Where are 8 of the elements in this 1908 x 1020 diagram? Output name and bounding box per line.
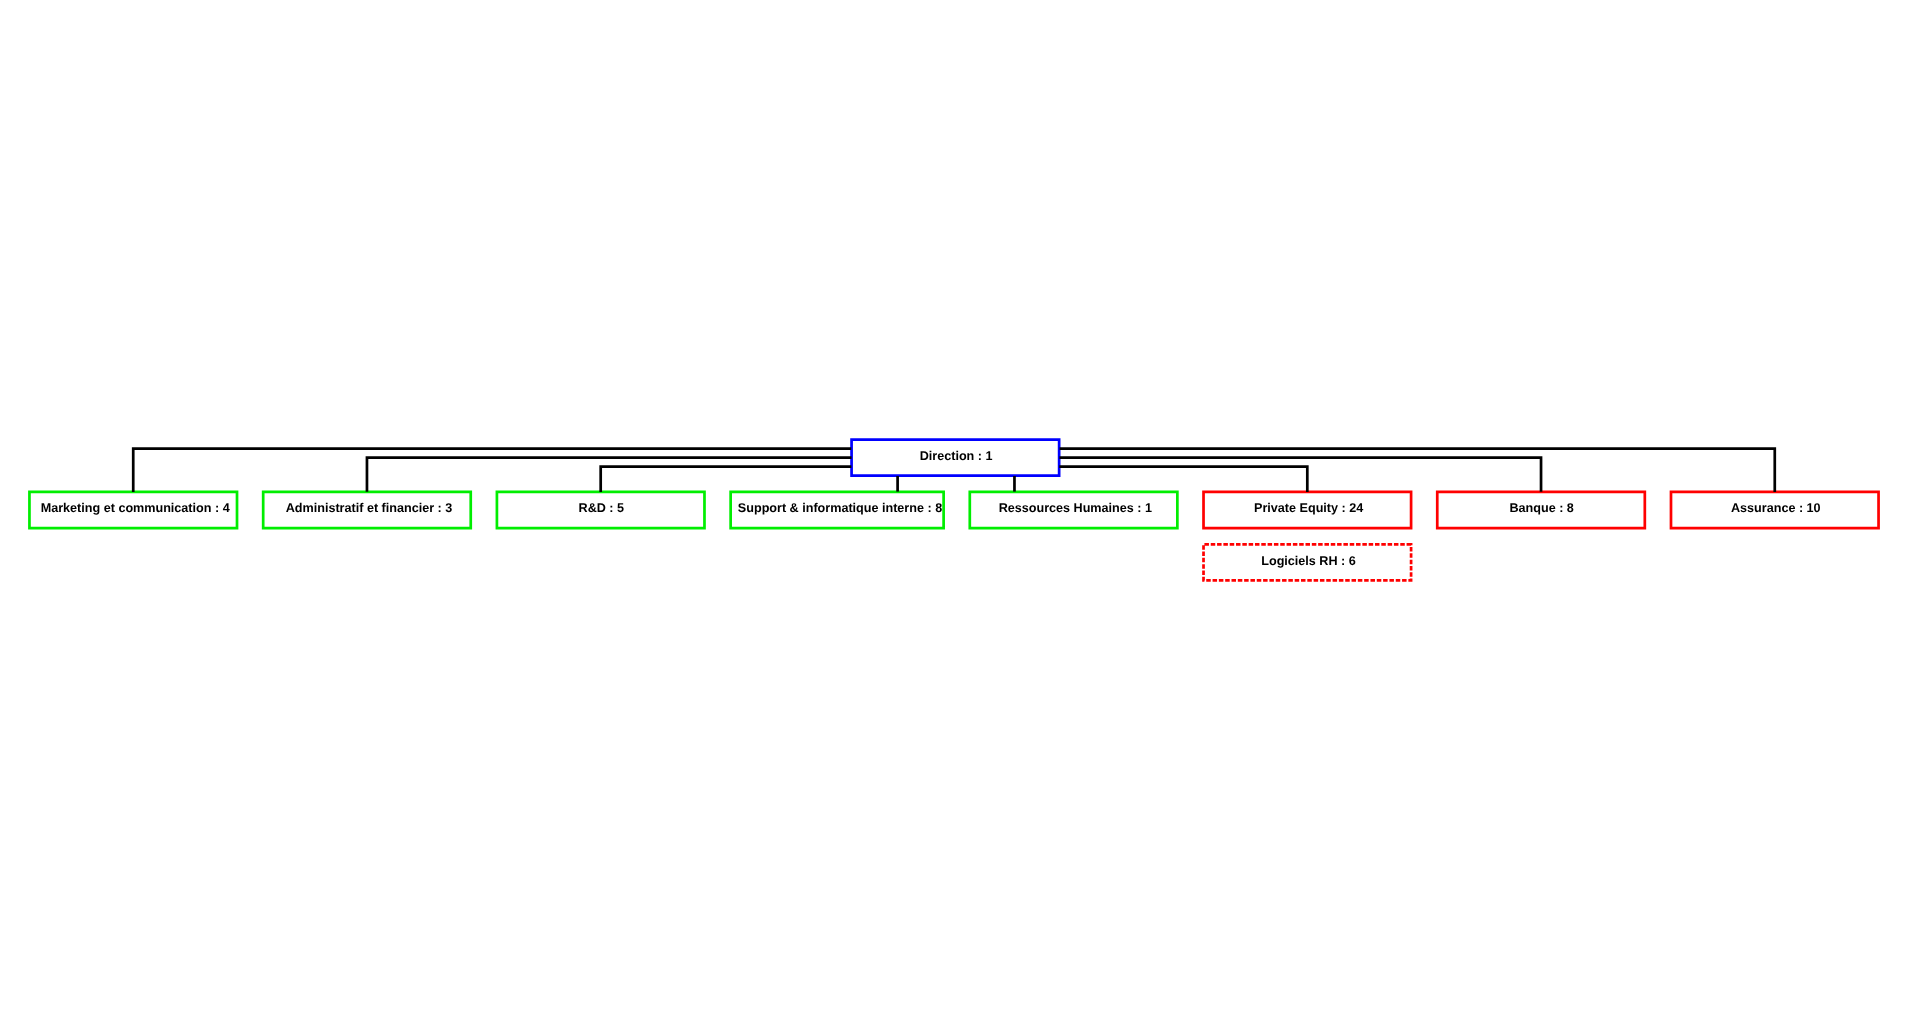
connector (1059, 447, 1777, 492)
connector (599, 465, 852, 492)
connector (131, 447, 852, 492)
connector (1059, 456, 1543, 492)
connector (1013, 475, 1016, 492)
connector (896, 475, 899, 492)
connector (1059, 465, 1309, 492)
connector (365, 456, 852, 492)
